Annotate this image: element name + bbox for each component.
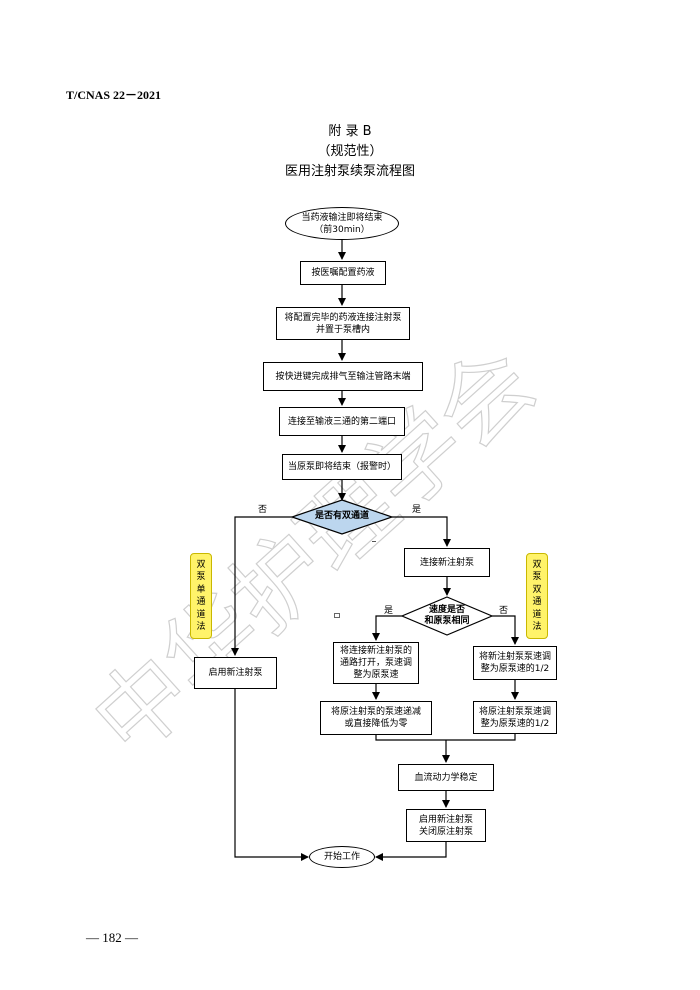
appendix-title: 附 录 B [328, 124, 372, 139]
start-line-2: （前30min） [314, 224, 370, 235]
step-original-ending: 当原泵即将结束（报警时） [282, 454, 402, 480]
step-hemodynamic-stable: 血流动力学稳定 [398, 764, 494, 791]
end-terminal-text: 开始工作 [323, 852, 360, 862]
flowchart-title: 医用注射泵续泵流程图 [284, 164, 415, 179]
step-new-pump-half-speed-line-2: 整为原泵速的1/2 [480, 664, 550, 674]
step-connect-pump-line-1: 将配置完毕的药液连接注射泵 [284, 312, 402, 323]
left-label-char: 通 [196, 597, 206, 607]
right-label-char: 道 [532, 609, 542, 620]
appendix-nature: （规范性） [317, 144, 383, 159]
decision-same-speed-line-2: 和原泵相同 [424, 616, 470, 626]
end-terminal: 开始工作 [309, 846, 375, 868]
right-label-char: 双 [532, 584, 542, 595]
step-hemodynamic-stable-text: 血流动力学稳定 [414, 772, 478, 783]
step-switch-pumps-line-2: 关闭原注射泵 [418, 826, 473, 837]
left-label-char: 道 [196, 609, 206, 620]
step-reduce-original-pump: 将原注射泵的泵速递减 或直接降低为零 [320, 701, 432, 735]
step-original-pump-half-speed: 将原注射泵泵速调 整为原泵速的1/2 [473, 701, 557, 734]
step-prepare-medication: 按医嘱配置药液 [300, 261, 386, 285]
page-number: — 182 — [86, 930, 138, 945]
decision-dual-channel-text: 是否有双通道 [314, 511, 369, 521]
step-open-new-channel-line-1: 将连接新注射泵的 [339, 646, 412, 656]
right-label-char: 泵 [532, 572, 542, 582]
start-line-1: 当药液输注即将结束 [301, 212, 383, 223]
step-new-pump-half-speed-line-1: 将新注射泵泵速调 [478, 652, 551, 662]
stray-mark [334, 613, 340, 618]
decision-speed-yes-label: 是 [384, 606, 394, 616]
right-label-char: 通 [532, 597, 542, 607]
decision-dual-yes-label: 是 [412, 505, 422, 515]
decision-same-speed-text: 速度是否 和原泵相同 [412, 605, 482, 627]
step-original-pump-half-speed-line-2: 整为原泵速的1/2 [480, 718, 550, 729]
step-connect-pump-line-2: 并置于泵槽内 [315, 324, 370, 335]
step-reduce-original-pump-line-1: 将原注射泵的泵速递减 [330, 707, 421, 717]
left-label-char: 单 [196, 584, 206, 595]
step-open-new-channel-line-3: 整为原泵速 [353, 670, 399, 680]
stray-mark [372, 541, 376, 542]
decision-same-speed [400, 596, 494, 636]
step-enable-new-pump-left-text: 启用新注射泵 [208, 668, 263, 678]
step-connect-new-pump-text: 连接新注射泵 [419, 557, 474, 568]
decision-speed-no-label: 否 [499, 606, 509, 616]
start-terminal: 当药液输注即将结束 （前30min） [285, 207, 399, 240]
step-reduce-original-pump-line-2: 或直接降低为零 [344, 719, 408, 729]
right-label-char: 法 [532, 622, 542, 632]
step-open-new-channel-line-2: 通路打开，泵速调 [339, 658, 412, 668]
step-original-pump-half-speed-line-1: 将原注射泵泵速调 [478, 706, 551, 717]
step-prime-line-text: 按快进键完成排气至输注管路末端 [275, 371, 411, 382]
step-switch-pumps: 启用新注射泵 关闭原注射泵 [406, 809, 486, 842]
step-connect-port: 连接至输液三通的第二端口 [279, 407, 405, 436]
step-open-new-channel: 将连接新注射泵的 通路打开，泵速调 整为原泵速 [333, 642, 419, 684]
decision-same-speed-line-1: 速度是否 [428, 605, 465, 615]
step-switch-pumps-line-1: 启用新注射泵 [418, 814, 473, 825]
left-label-char: 法 [196, 622, 206, 632]
right-label-char: 双 [532, 559, 542, 570]
decision-dual-channel [290, 499, 394, 535]
label-dual-pump-dual-channel: 双 泵 双 通 道 法 [526, 553, 548, 639]
step-enable-new-pump-left: 启用新注射泵 [194, 657, 277, 689]
left-label-char: 泵 [196, 572, 206, 582]
step-connect-new-pump: 连接新注射泵 [404, 548, 490, 577]
standard-code: T/CNAS 22－2021 [66, 88, 162, 102]
step-prime-line: 按快进键完成排气至输注管路末端 [263, 362, 423, 391]
step-connect-pump: 将配置完毕的药液连接注射泵 并置于泵槽内 [276, 307, 410, 340]
step-prepare-medication-text: 按医嘱配置药液 [311, 268, 375, 278]
left-label-char: 双 [196, 559, 206, 570]
step-connect-port-text: 连接至输液三通的第二端口 [287, 416, 396, 427]
step-new-pump-half-speed: 将新注射泵泵速调 整为原泵速的1/2 [473, 646, 557, 680]
label-dual-pump-single-channel: 双 泵 单 通 道 法 [190, 553, 212, 639]
step-original-ending-text: 当原泵即将结束（报警时） [287, 462, 396, 472]
decision-dual-no-label: 否 [258, 505, 268, 515]
